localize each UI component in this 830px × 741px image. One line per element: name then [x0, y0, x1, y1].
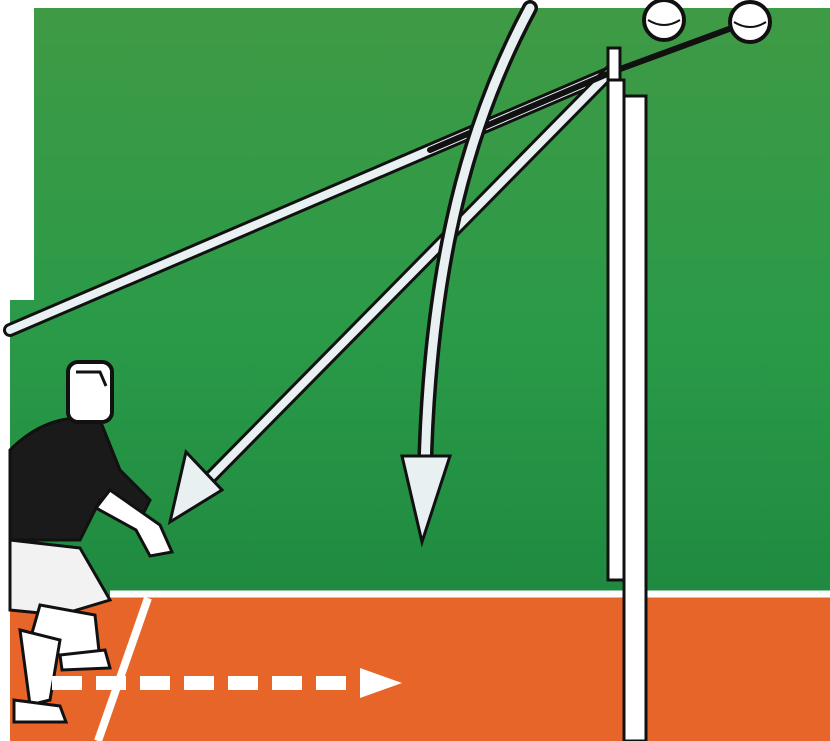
court-floor: [10, 596, 830, 741]
net-post-antenna: [608, 48, 620, 80]
volleyball-icon: [730, 2, 770, 42]
volleyball-icon: [644, 0, 684, 40]
net-post-main: [624, 96, 646, 741]
net-post: [608, 80, 624, 580]
paper-strip: [10, 8, 34, 300]
